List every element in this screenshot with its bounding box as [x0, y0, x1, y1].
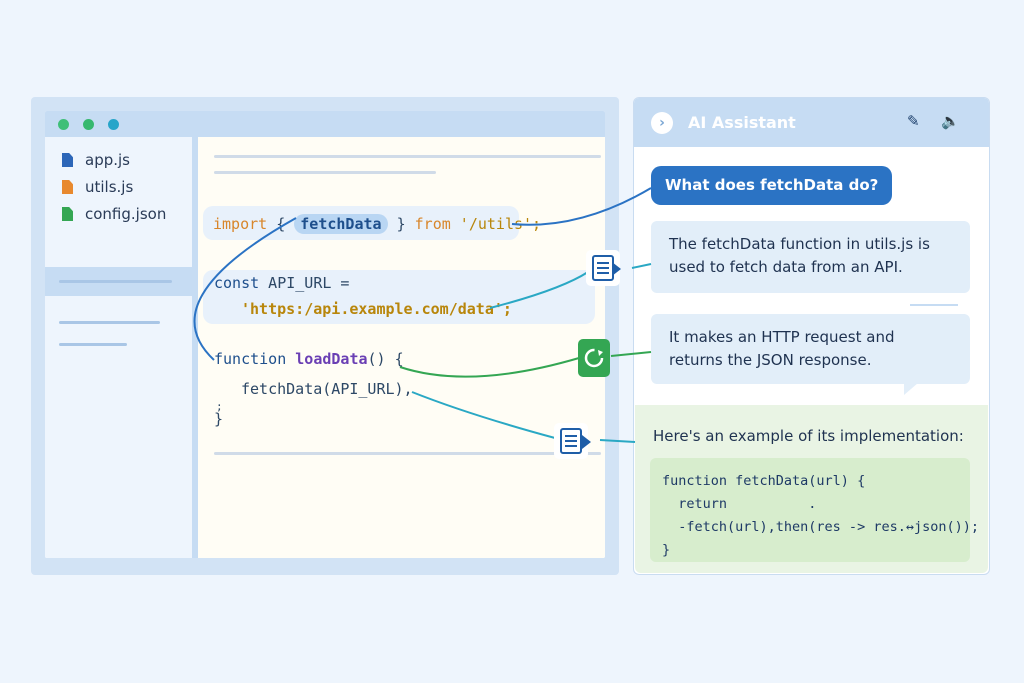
placeholder-line	[214, 155, 601, 158]
function-name: loadData	[286, 350, 368, 368]
file-item-app-js[interactable]: app.js	[62, 150, 130, 170]
keyword: import	[213, 215, 268, 233]
wire-doc-example	[599, 439, 636, 443]
wire-url-doc	[489, 271, 589, 309]
refresh-icon[interactable]	[578, 339, 610, 377]
keyword: const	[214, 274, 260, 292]
window-titlebar	[45, 111, 605, 137]
chevron-right-icon[interactable]: ›	[651, 112, 673, 134]
file-icon	[62, 153, 73, 167]
example-title: Here's an example of its implementation:	[653, 427, 964, 445]
arrow-right-icon	[582, 435, 591, 449]
file-item-config-json[interactable]: config.json	[62, 204, 166, 224]
code-token: API_URL =	[259, 274, 350, 292]
code-line-import[interactable]: import { fetchData } from '/utils';	[213, 214, 541, 234]
code-line-const[interactable]: const API_URL =	[214, 274, 349, 292]
wire-import-function	[193, 217, 297, 361]
arrow-right-icon	[612, 262, 621, 276]
document-icon	[592, 255, 614, 281]
placeholder-line	[59, 321, 160, 324]
file-icon	[62, 207, 73, 221]
document-icon	[560, 428, 582, 454]
file-icon	[62, 180, 73, 194]
assistant-title: AI Assistant	[688, 113, 796, 132]
file-item-utils-js[interactable]: utils.js	[62, 177, 133, 197]
wire-refresh-answer2	[610, 351, 652, 357]
code-line-call[interactable]: fetchData(API_URL),	[241, 380, 413, 398]
edit-icon[interactable]: ✎	[907, 112, 920, 130]
string-literal: '/utils';	[450, 215, 542, 233]
file-name: utils.js	[85, 178, 134, 196]
refresh-glyph	[584, 348, 604, 368]
sidebar-divider[interactable]	[192, 137, 198, 558]
placeholder-line	[214, 452, 601, 455]
code-line-function[interactable]: function loadData() {	[214, 350, 404, 368]
code-line-url-string[interactable]: 'https:/api.example.com/data';	[241, 300, 512, 318]
window-dot-1[interactable]	[58, 119, 69, 130]
keyword: from	[414, 215, 451, 233]
symbol-fetchdata[interactable]: fetchData	[294, 214, 388, 234]
assistant-answer-bubble-1: The fetchData function in utils.js is us…	[651, 221, 970, 293]
window-dot-2[interactable]	[83, 119, 94, 130]
wire-import-question	[511, 187, 652, 226]
code-line-semicolon: ;	[216, 400, 223, 413]
example-code-block[interactable]: function fetchData(url) { return . -fetc…	[650, 458, 979, 562]
assistant-answer-bubble-2: It makes an HTTP request and returns the…	[651, 314, 970, 384]
wire-function-refresh	[399, 357, 580, 378]
placeholder-line	[214, 171, 436, 174]
wire-doc-answer1	[631, 263, 652, 269]
wire-call-doc	[411, 391, 556, 439]
speaker-icon[interactable]: 🔈	[941, 112, 960, 130]
code-token: {	[267, 215, 295, 233]
keyword: function	[214, 350, 287, 368]
sidebar-selected-row[interactable]	[45, 267, 192, 296]
assistant-header: › AI Assistant ✎ 🔈	[634, 98, 989, 147]
window-dot-3[interactable]	[108, 119, 119, 130]
code-token: }	[387, 215, 415, 233]
file-name: app.js	[85, 151, 130, 169]
code-line-brace: }	[214, 410, 224, 428]
user-question-bubble: What does fetchData do?	[651, 166, 893, 205]
bubble-tail	[904, 383, 918, 395]
code-token: () {	[367, 350, 404, 368]
document-link-icon[interactable]	[586, 250, 621, 286]
typing-indicator	[910, 304, 958, 306]
file-sidebar: app.js utils.js config.json	[45, 137, 192, 558]
file-name: config.json	[85, 205, 167, 223]
placeholder-line	[59, 280, 172, 283]
placeholder-line	[59, 343, 127, 346]
document-link-icon[interactable]	[554, 423, 591, 459]
